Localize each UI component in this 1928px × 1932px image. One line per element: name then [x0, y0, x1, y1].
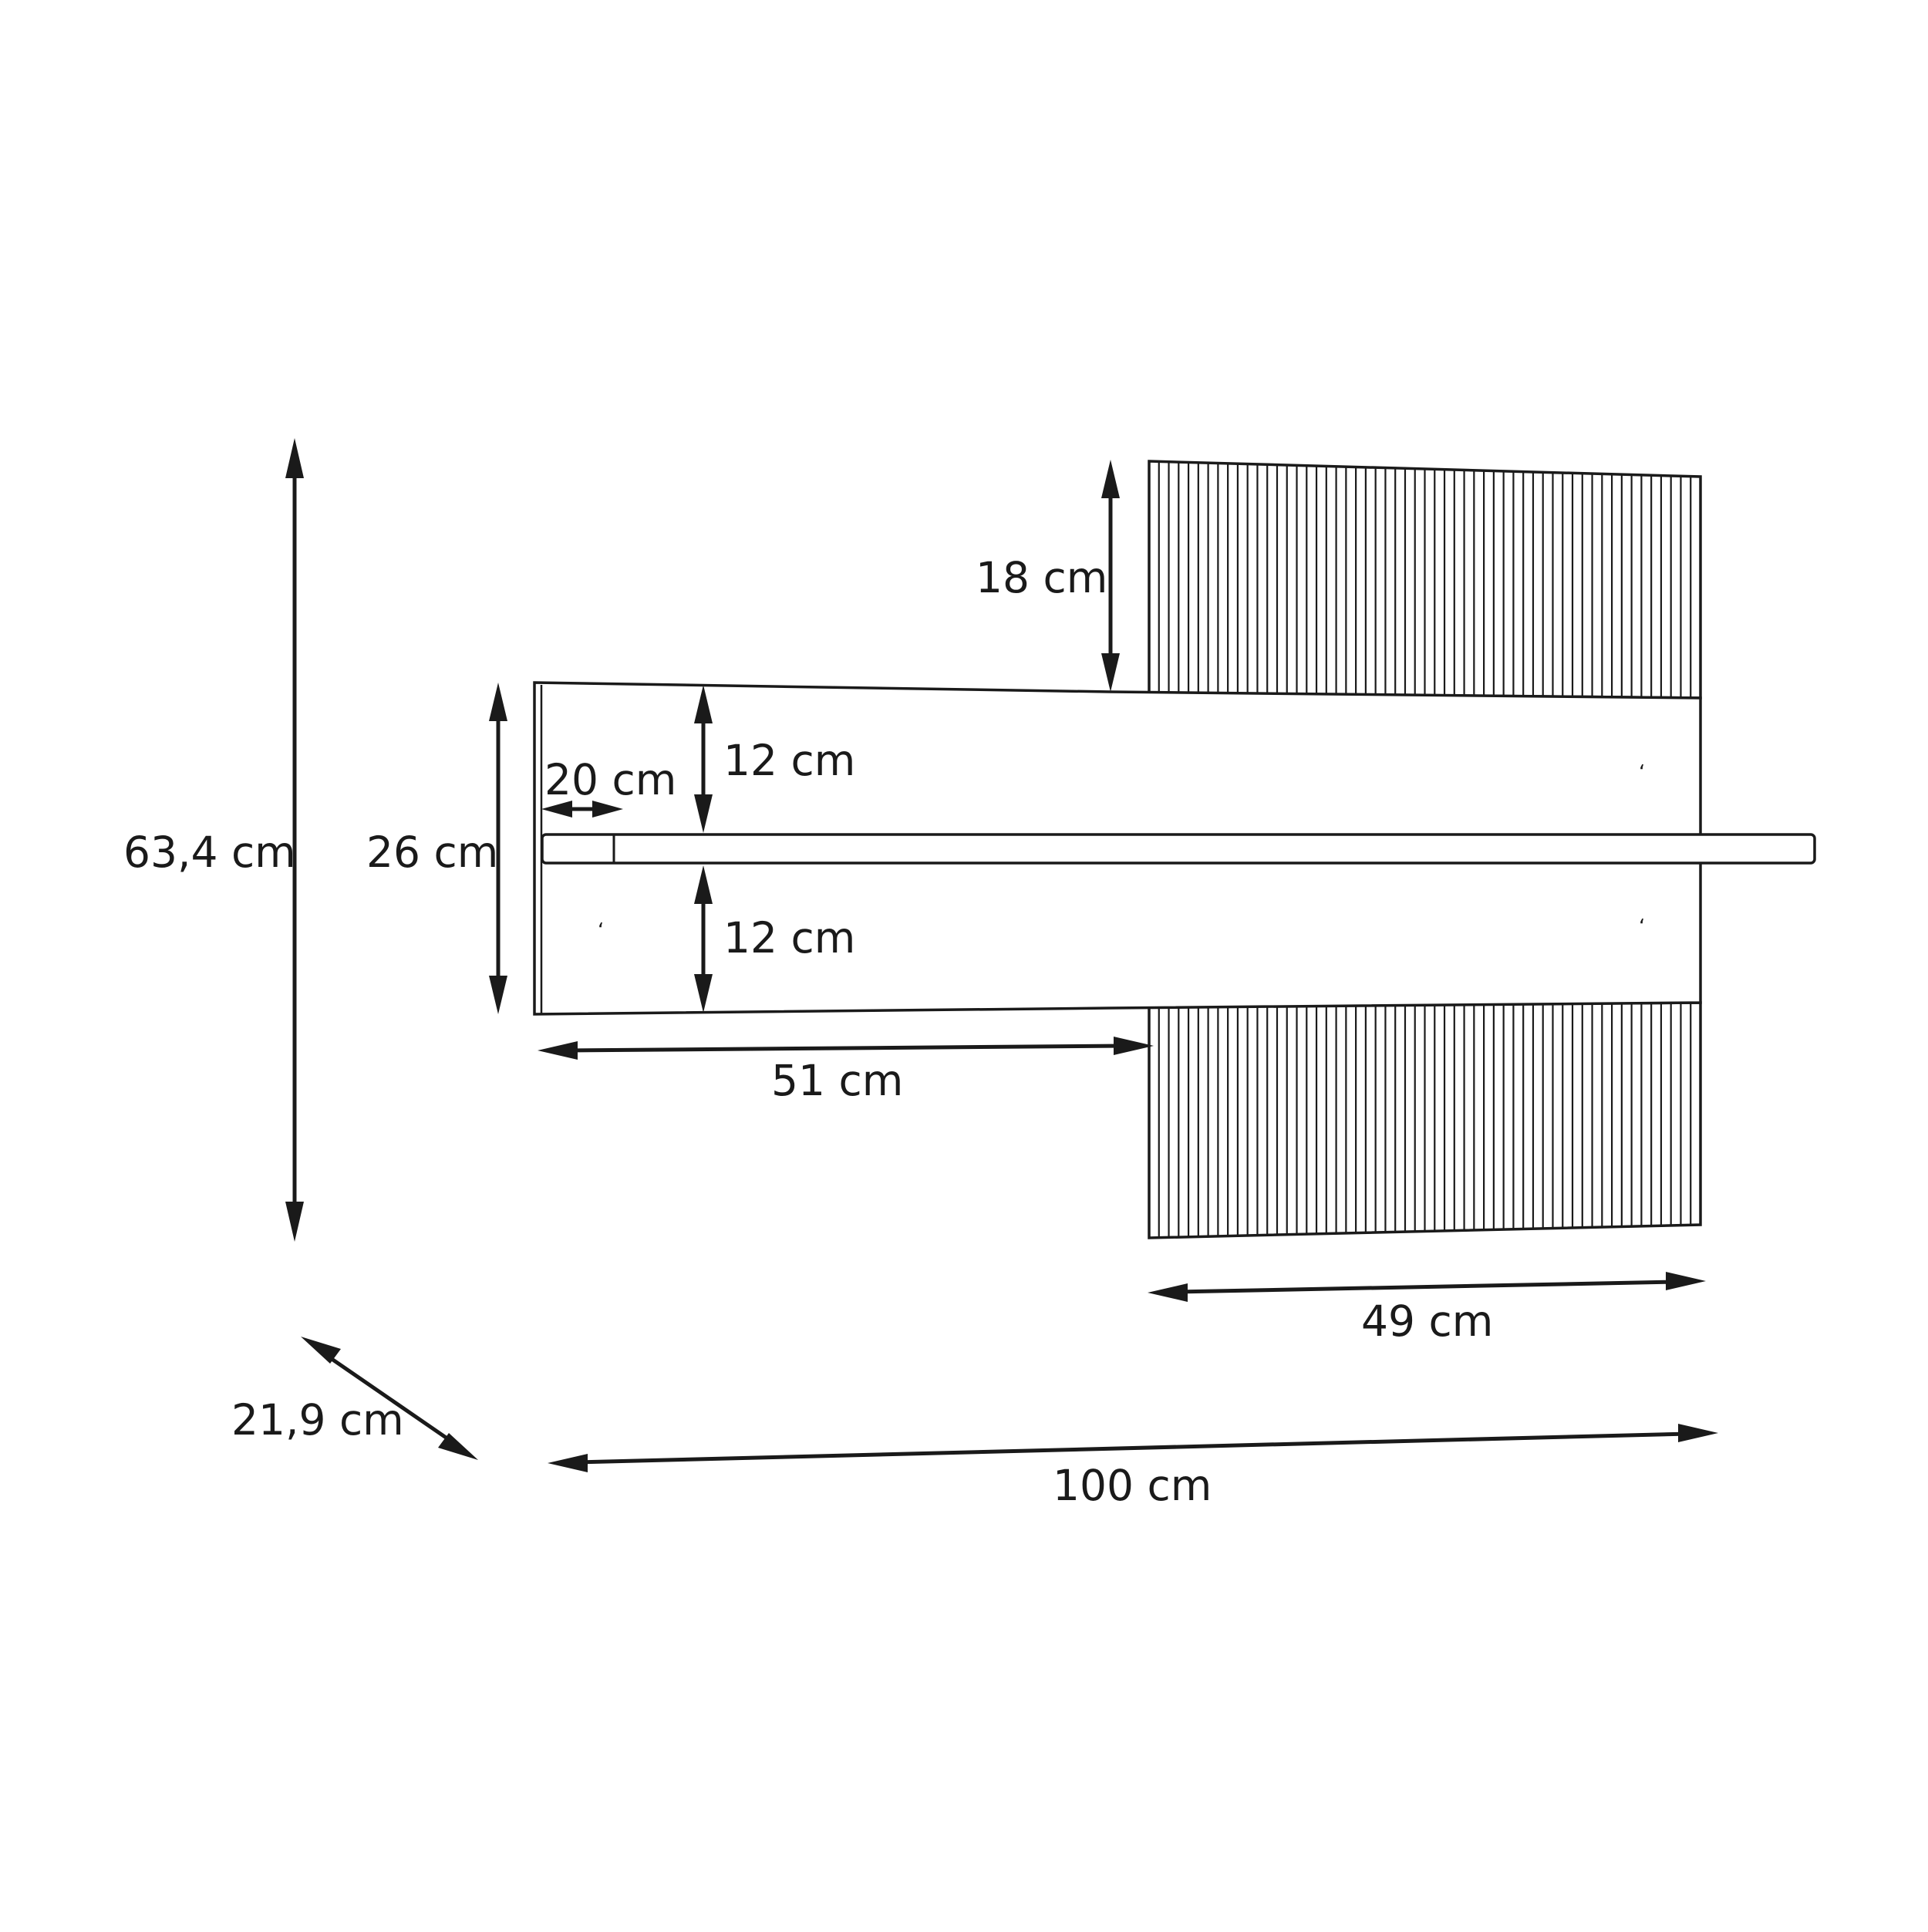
- shelf-depth-label: 20 cm: [544, 755, 676, 804]
- arrow-head: [301, 1337, 341, 1364]
- arrow-head: [541, 801, 572, 818]
- shelf-board: [541, 833, 1816, 865]
- slat-panel-width-label: 49 cm: [1361, 1296, 1493, 1346]
- arrow-head: [285, 1202, 304, 1242]
- dimension-arrows: [285, 438, 1718, 1472]
- lower-slat-lines: [1158, 1003, 1692, 1238]
- total-width-arrow: [576, 1431, 1690, 1465]
- arrow-head: [1114, 1037, 1154, 1055]
- arrow-head: [694, 685, 713, 723]
- arrow-head: [1666, 1272, 1706, 1290]
- lower-gap-label: 12 cm: [723, 913, 855, 963]
- arrow-head: [438, 1433, 478, 1460]
- mount-mark: ‘: [1639, 915, 1645, 939]
- arrow-head: [538, 1041, 578, 1060]
- depth-arrow: [322, 1351, 457, 1446]
- arrow-head: [1101, 460, 1120, 498]
- arrow-head: [694, 865, 713, 904]
- arrow-head: [694, 974, 713, 1013]
- arrow-head: [694, 794, 713, 833]
- arrow-head: [1678, 1424, 1718, 1442]
- depth-label: 21,9 cm: [231, 1395, 404, 1445]
- shelf-drawing: ‘ ‘ ‘: [533, 460, 1816, 1239]
- arrow-head: [548, 1454, 588, 1472]
- back-panel-width-arrow: [566, 1044, 1125, 1053]
- mount-mark: ‘: [1639, 761, 1645, 784]
- mount-mark: ‘: [598, 919, 604, 942]
- arrow-head: [1101, 653, 1120, 692]
- dimension-labels: 63,4 cm 26 cm 18 cm 12 cm 12 cm 20 cm 51…: [123, 553, 1493, 1510]
- slat-panel-width-arrow: [1175, 1280, 1678, 1294]
- upper-slat-height-label: 18 cm: [976, 553, 1107, 602]
- total-width-label: 100 cm: [1053, 1461, 1212, 1510]
- total-height-label: 63,4 cm: [123, 828, 296, 877]
- upper-gap-label: 12 cm: [723, 736, 855, 785]
- arrow-head: [1148, 1283, 1188, 1302]
- back-panel-width-label: 51 cm: [771, 1056, 903, 1105]
- upper-slat-lines: [1158, 461, 1692, 698]
- arrow-head: [592, 801, 623, 818]
- arrow-head: [489, 976, 507, 1014]
- arrow-head: [285, 438, 304, 478]
- arrow-head: [489, 683, 507, 721]
- back-panel-height-label: 26 cm: [366, 828, 498, 877]
